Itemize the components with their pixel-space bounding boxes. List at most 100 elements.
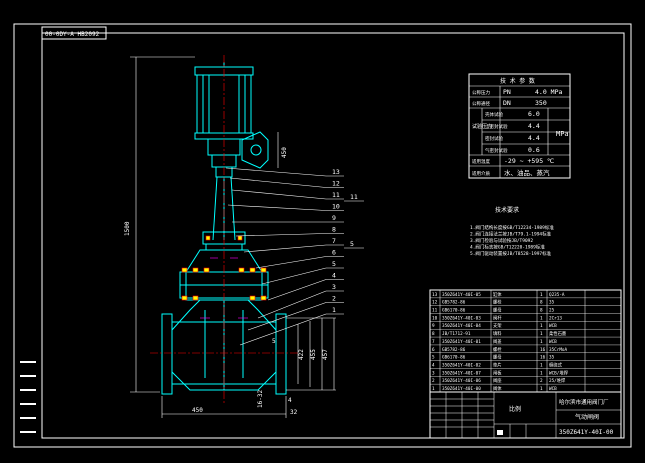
part-qty: 1 — [540, 370, 543, 376]
callout-number: 11 — [332, 191, 340, 199]
part-material: WCB — [549, 323, 557, 329]
part-material: 35 — [549, 300, 555, 306]
callout-number: 12 — [332, 180, 340, 188]
part-material: WCB — [549, 339, 557, 345]
part-code: 350Z641Y-40I-07 — [442, 370, 481, 376]
spec-row-value: 水、油品、蒸汽 — [504, 168, 550, 177]
note-line: 1.阀门结构长度按GB/T12234-1989标准 — [470, 224, 554, 231]
title-stamp-text: 00-0DY-A HB2092 — [45, 31, 100, 38]
part-number: 1 — [432, 386, 435, 392]
part-number: 10 — [432, 315, 438, 321]
part-name: 缸体 — [493, 291, 502, 298]
callout-leader — [239, 313, 327, 346]
spec-table — [468, 73, 571, 179]
callout-number-extra: 5 — [350, 240, 354, 248]
part-name: 支架 — [493, 322, 502, 329]
part-qty: 2 — [540, 378, 543, 384]
part-number: 6 — [432, 347, 435, 353]
part-code: GB6170-86 — [442, 355, 466, 361]
part-number: 2 — [432, 378, 435, 384]
note-line: 3.阀门检验与试验按JB/T9092 — [470, 237, 533, 244]
callout-number: 2 — [332, 295, 336, 303]
flange-dim-a: 422 — [298, 349, 305, 360]
note-line: 4.阀门标志按GB/T12220-1989标准 — [470, 244, 545, 251]
title-block: 比例 哈尔滨市通用阀门厂 气动闸阀 350Z641Y-40I-00 — [429, 391, 622, 439]
part-material: 35 — [549, 355, 555, 361]
flange-dim-c: 457 — [322, 349, 329, 360]
part-number: 12 — [432, 300, 438, 306]
part-code: GB5782-86 — [442, 300, 466, 306]
part-code: 350Z641Y-40I-06 — [442, 378, 481, 384]
part-name: 垫片 — [493, 361, 502, 368]
part-material: WCB/堆焊 — [549, 369, 569, 376]
part-code: 350Z641Y-40I-02 — [442, 362, 481, 368]
callout-number-extra: 11 — [350, 193, 358, 201]
part-name: 阀杆 — [493, 314, 502, 321]
part-material: 25 — [549, 308, 555, 314]
part-code: 350Z641Y-40I-05 — [442, 292, 481, 298]
part-qty: 1 — [540, 339, 543, 345]
callout-leader — [267, 279, 327, 301]
callout-leader — [235, 233, 327, 237]
spec-side-label: 试验压力 — [472, 123, 492, 130]
part-material: 2Cr13 — [549, 315, 562, 321]
callout-number: 13 — [332, 168, 340, 176]
spec-unit: MPa — [556, 130, 569, 138]
part-material: 柔性石墨 — [549, 330, 567, 337]
part-name: 闸板 — [493, 369, 502, 376]
left-margin-bars — [20, 361, 36, 433]
part-name: 阀体 — [493, 385, 502, 392]
part-qty: 1 — [540, 386, 543, 392]
callout-number: 9 — [332, 214, 336, 222]
length-dimension — [161, 396, 287, 418]
technical-notes: 技术要求 1.阀门结构长度按GB/T12234-1989标准2.阀门连接法兰按J… — [470, 206, 554, 257]
title-block-mark — [497, 430, 503, 435]
part-code: 350Z641Y-40I-04 — [442, 323, 481, 329]
part-name: 螺母 — [493, 307, 502, 314]
part-qty: 1 — [540, 331, 543, 337]
spec-row-value: -29 ~ +595 ℃ — [504, 157, 555, 165]
spec-row-value: 350 — [535, 99, 547, 107]
part-code: 350Z641Y-40I-03 — [442, 315, 481, 321]
spec-row-label: 公称通径 — [472, 100, 490, 107]
title-stamp-box — [41, 26, 107, 40]
callout-number: 6 — [332, 249, 336, 257]
part-number: 8 — [432, 331, 435, 337]
spec-row-value: 4.4 — [528, 134, 540, 142]
note-line: 2.阀门连接法兰按JB/T79.1-1994标准 — [470, 231, 552, 238]
part-code: 350Z641Y-40I-01 — [442, 339, 481, 345]
side-mark: 5 — [272, 338, 276, 345]
callout-leader — [255, 256, 327, 269]
part-material: WCB — [549, 386, 557, 392]
callout-number: 5 — [332, 260, 336, 268]
spec-row-label: 公称压力 — [472, 89, 490, 96]
callout-number: 1 — [332, 306, 336, 314]
flange-dimensions — [286, 317, 336, 391]
callout-number: 4 — [332, 272, 336, 280]
spec-row-symbol: DN — [503, 99, 511, 107]
spec-header: 技 术 参 数 — [500, 77, 535, 85]
outer-border — [13, 23, 632, 448]
spec-row-value: 4.0 MPa — [535, 88, 562, 96]
part-name: 阀座 — [493, 377, 502, 384]
part-qty: 16 — [540, 347, 546, 353]
part-material: 35CrMoA — [549, 347, 568, 353]
part-number: 4 — [432, 362, 435, 368]
spec-row-value: 4.4 — [528, 122, 540, 130]
part-material: 25/堆焊 — [549, 377, 566, 384]
title-block-drawing-name: 气动闸阀 — [575, 413, 599, 421]
callout-number: 8 — [332, 226, 336, 234]
callout-leader — [229, 177, 327, 188]
gate-valve-drawing: 1500 450 422 455 457 5 450 16-32 4 32 — [124, 55, 336, 418]
spec-row-label: 壳体试验 — [485, 111, 503, 118]
part-qty: 1 — [540, 292, 543, 298]
callout-number: 7 — [332, 237, 336, 245]
callout-number: 3 — [332, 283, 336, 291]
title-block-scale: 比例 — [509, 405, 521, 413]
spec-row-value: 0.6 — [528, 146, 540, 154]
part-code: GB5782-86 — [442, 347, 466, 353]
